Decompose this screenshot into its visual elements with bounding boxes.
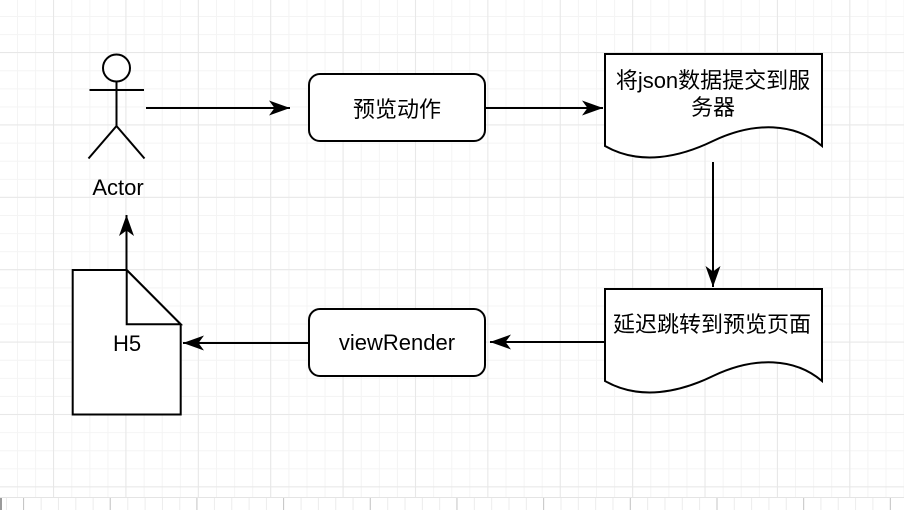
actor-node[interactable]: [87, 53, 146, 160]
actor-leg-right: [115, 125, 146, 160]
actor-head-icon: [102, 53, 131, 83]
preview-action-label: 预览动作: [352, 96, 441, 122]
preview-action-node[interactable]: 预览动作: [308, 73, 486, 142]
h5-note-fold: [125, 267, 184, 326]
delay-redirect-document-shape[interactable]: [604, 288, 823, 394]
view-render-node[interactable]: viewRender: [308, 308, 486, 377]
actor-leg-left: [87, 125, 118, 160]
page-edge-strip: [0, 497, 904, 510]
submit-json-document-shape[interactable]: [604, 53, 823, 159]
h5-note-shape[interactable]: [71, 267, 184, 416]
view-render-label: viewRender: [338, 329, 456, 355]
